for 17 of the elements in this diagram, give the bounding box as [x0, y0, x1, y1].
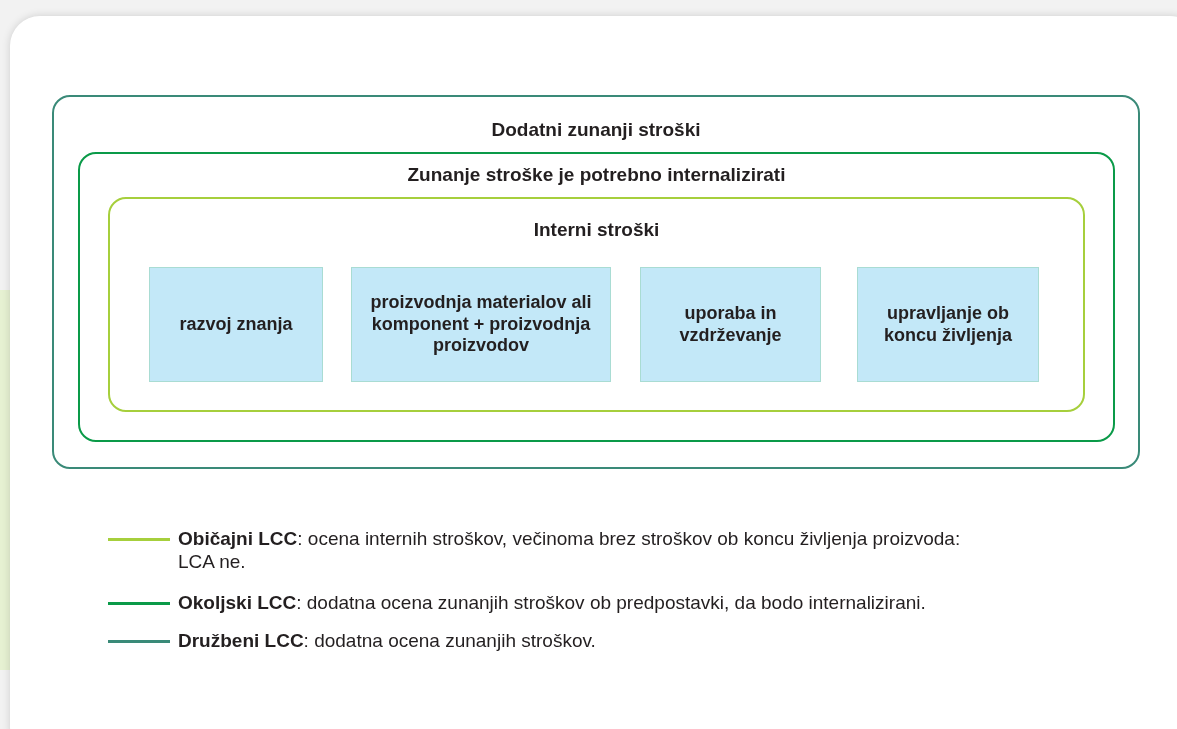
frame-title: Interni stroški — [532, 219, 661, 241]
cost-box — [640, 267, 821, 382]
cost-box — [149, 267, 323, 382]
legend-text: Okoljski LCC: dodatna ocena zunanjih stroškov ob predpostavki, da bodo internalizirani. — [178, 591, 926, 615]
legend-text: Običajni LCC: ocena internih stroškov, večinoma brez stroškov ob koncu življenja proizvoda: LCA ne. — [178, 528, 962, 574]
cost-frame — [108, 197, 1085, 412]
cost-box — [857, 267, 1039, 382]
legend-text: Družbeni LCC: dodatna ocena zunanjih stroškov. — [178, 630, 596, 654]
box-label: proizvodnja materialov ali komponent + proizvodnja proizvodov — [369, 292, 593, 357]
box-label: razvoj znanja — [179, 313, 293, 336]
frame-title: Zunanje stroške je potrebno internalizirati — [406, 164, 787, 186]
box-label: upravljanje ob koncu življenja — [882, 302, 1013, 347]
cost-frame — [52, 95, 1140, 469]
cost-box — [351, 267, 611, 382]
frame-title: Dodatni zunanji stroški — [490, 119, 702, 141]
box-label: uporaba in vzdrževanje — [678, 302, 783, 347]
cost-frame — [78, 152, 1115, 442]
